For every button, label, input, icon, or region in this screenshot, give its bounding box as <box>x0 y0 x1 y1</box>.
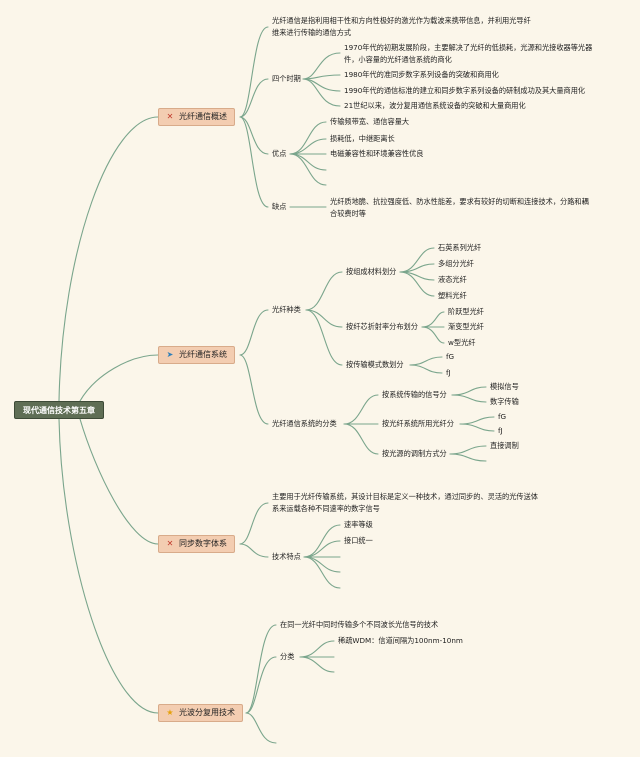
topic-label: 光波分复用技术 <box>179 708 235 717</box>
leaf-item[interactable]: 石英系列光纤 <box>438 243 482 252</box>
fiber-types-label[interactable]: 光纤种类 <box>272 305 301 314</box>
edge-t3-features <box>239 543 269 558</box>
period-item[interactable]: 21世纪以来，波分复用通信系统设备的突破和大量商用化 <box>344 101 526 110</box>
sdh-intro[interactable]: 主要用于光纤传输系统，其设计目标是定义一种技术，通过同步的、灵活的光传送体系来运… <box>272 492 538 513</box>
topic-fiber-overview[interactable]: ✕ 光纤通信概述 <box>158 108 235 126</box>
edge-root-topic-3 <box>79 418 159 545</box>
edge-t2-fiber-types <box>239 309 269 356</box>
leaf-item[interactable]: 数字传输 <box>490 397 519 406</box>
topic-fiber-system[interactable]: ➤ 光纤通信系统 <box>158 346 235 364</box>
advantage-item[interactable]: 电磁兼容性和环境兼容性优良 <box>330 149 424 158</box>
wdm-intro[interactable]: 在同一光纤中同时传输多个不同波长光信号的技术 <box>280 620 439 629</box>
classes-label[interactable]: 分类 <box>280 652 295 661</box>
feature-item[interactable]: 接口统一 <box>344 536 373 545</box>
root-node[interactable]: 现代通信技术第五章 <box>14 401 104 419</box>
leaf-item[interactable]: 模拟信号 <box>490 382 519 391</box>
topic-label: 光纤通信概述 <box>179 112 227 121</box>
edge-t1-adv <box>239 116 269 155</box>
tools-icon: ✕ <box>166 112 174 121</box>
edge-t4-intro <box>245 624 277 714</box>
topic-wdm[interactable]: ★ 光波分复用技术 <box>158 704 243 722</box>
edge-root-topic-4 <box>58 418 159 714</box>
leaf-item[interactable]: 塑料光纤 <box>438 291 467 300</box>
leaf-item[interactable]: 阶跃型光纤 <box>448 307 484 316</box>
period-item[interactable]: 1990年代的通信标准的建立和同步数字系列设备的研制成功及其大量商用化 <box>344 86 586 95</box>
period-item[interactable]: 1970年代的初期发展阶段，主要解决了光纤的低损耗，光源和光接收器等光器件，小容… <box>344 43 593 64</box>
overview-intro[interactable]: 光纤通信是指利用相干性和方向性极好的激光作为载波来携带信息，并利用光导纤维来进行… <box>272 16 531 37</box>
periods-label[interactable]: 四个时期 <box>272 74 301 83</box>
topic-sdh[interactable]: ✕ 同步数字体系 <box>158 535 235 553</box>
leaf-item[interactable]: fJ <box>498 426 503 435</box>
leaf-item[interactable]: fJ <box>446 368 451 377</box>
group-label[interactable]: 按传输模式数划分 <box>346 360 404 369</box>
leaf-item[interactable]: w型光纤 <box>448 338 476 347</box>
edge-t1-dis <box>239 116 269 208</box>
edge-t2-system-types <box>239 354 269 425</box>
topic-label: 同步数字体系 <box>179 539 227 548</box>
group-label[interactable]: 按纤芯折射率分布划分 <box>346 322 418 331</box>
leaf-item[interactable]: fG <box>446 352 455 361</box>
leaf-item[interactable]: 多组分光纤 <box>438 259 474 268</box>
advantage-item[interactable]: 传输频带宽、通信容量大 <box>330 117 410 126</box>
class-item[interactable]: 稀疏WDM：信道间隔为100nm-10nm <box>338 636 463 645</box>
group-label[interactable]: 按系统传输的信号分 <box>382 390 447 399</box>
leaf-item[interactable]: fG <box>498 412 507 421</box>
disadvantages-label[interactable]: 缺点 <box>272 202 287 211</box>
paper-plane-icon: ➤ <box>166 350 174 359</box>
edge-root-topic-2 <box>79 354 159 402</box>
edge-t4-end <box>245 712 277 744</box>
star-icon: ★ <box>166 708 174 717</box>
disadvantages-text[interactable]: 光纤质地脆、抗拉强度低、防水性能差，要求有较好的切断和连接技术，分路和耦合较费时… <box>330 197 589 218</box>
leaf-item[interactable]: 直接调制 <box>490 441 519 450</box>
features-label[interactable]: 技术特点 <box>272 552 301 561</box>
edge-root-topic-1 <box>58 116 159 402</box>
group-label[interactable]: 按光源的调制方式分 <box>382 449 447 458</box>
edge-t4-classes <box>245 656 277 714</box>
edge-t3-intro <box>239 502 269 545</box>
tools-icon: ✕ <box>166 539 174 548</box>
advantages-label[interactable]: 优点 <box>272 149 287 158</box>
topic-label: 光纤通信系统 <box>179 350 227 359</box>
group-label[interactable]: 按组成材料划分 <box>346 267 397 276</box>
leaf-item[interactable]: 渐变型光纤 <box>448 322 484 331</box>
period-item[interactable]: 1980年代的准同步数字系列设备的突破和商用化 <box>344 70 499 79</box>
feature-item[interactable]: 速率等级 <box>344 520 373 529</box>
edge-t1-periods <box>239 78 269 118</box>
advantage-item[interactable]: 损耗低，中继距离长 <box>330 134 395 143</box>
system-types-label[interactable]: 光纤通信系统的分类 <box>272 419 337 428</box>
leaf-item[interactable]: 液态光纤 <box>438 275 467 284</box>
edge-t1-intro <box>239 26 269 118</box>
group-label[interactable]: 按光纤系统所用光纤分 <box>382 419 454 428</box>
